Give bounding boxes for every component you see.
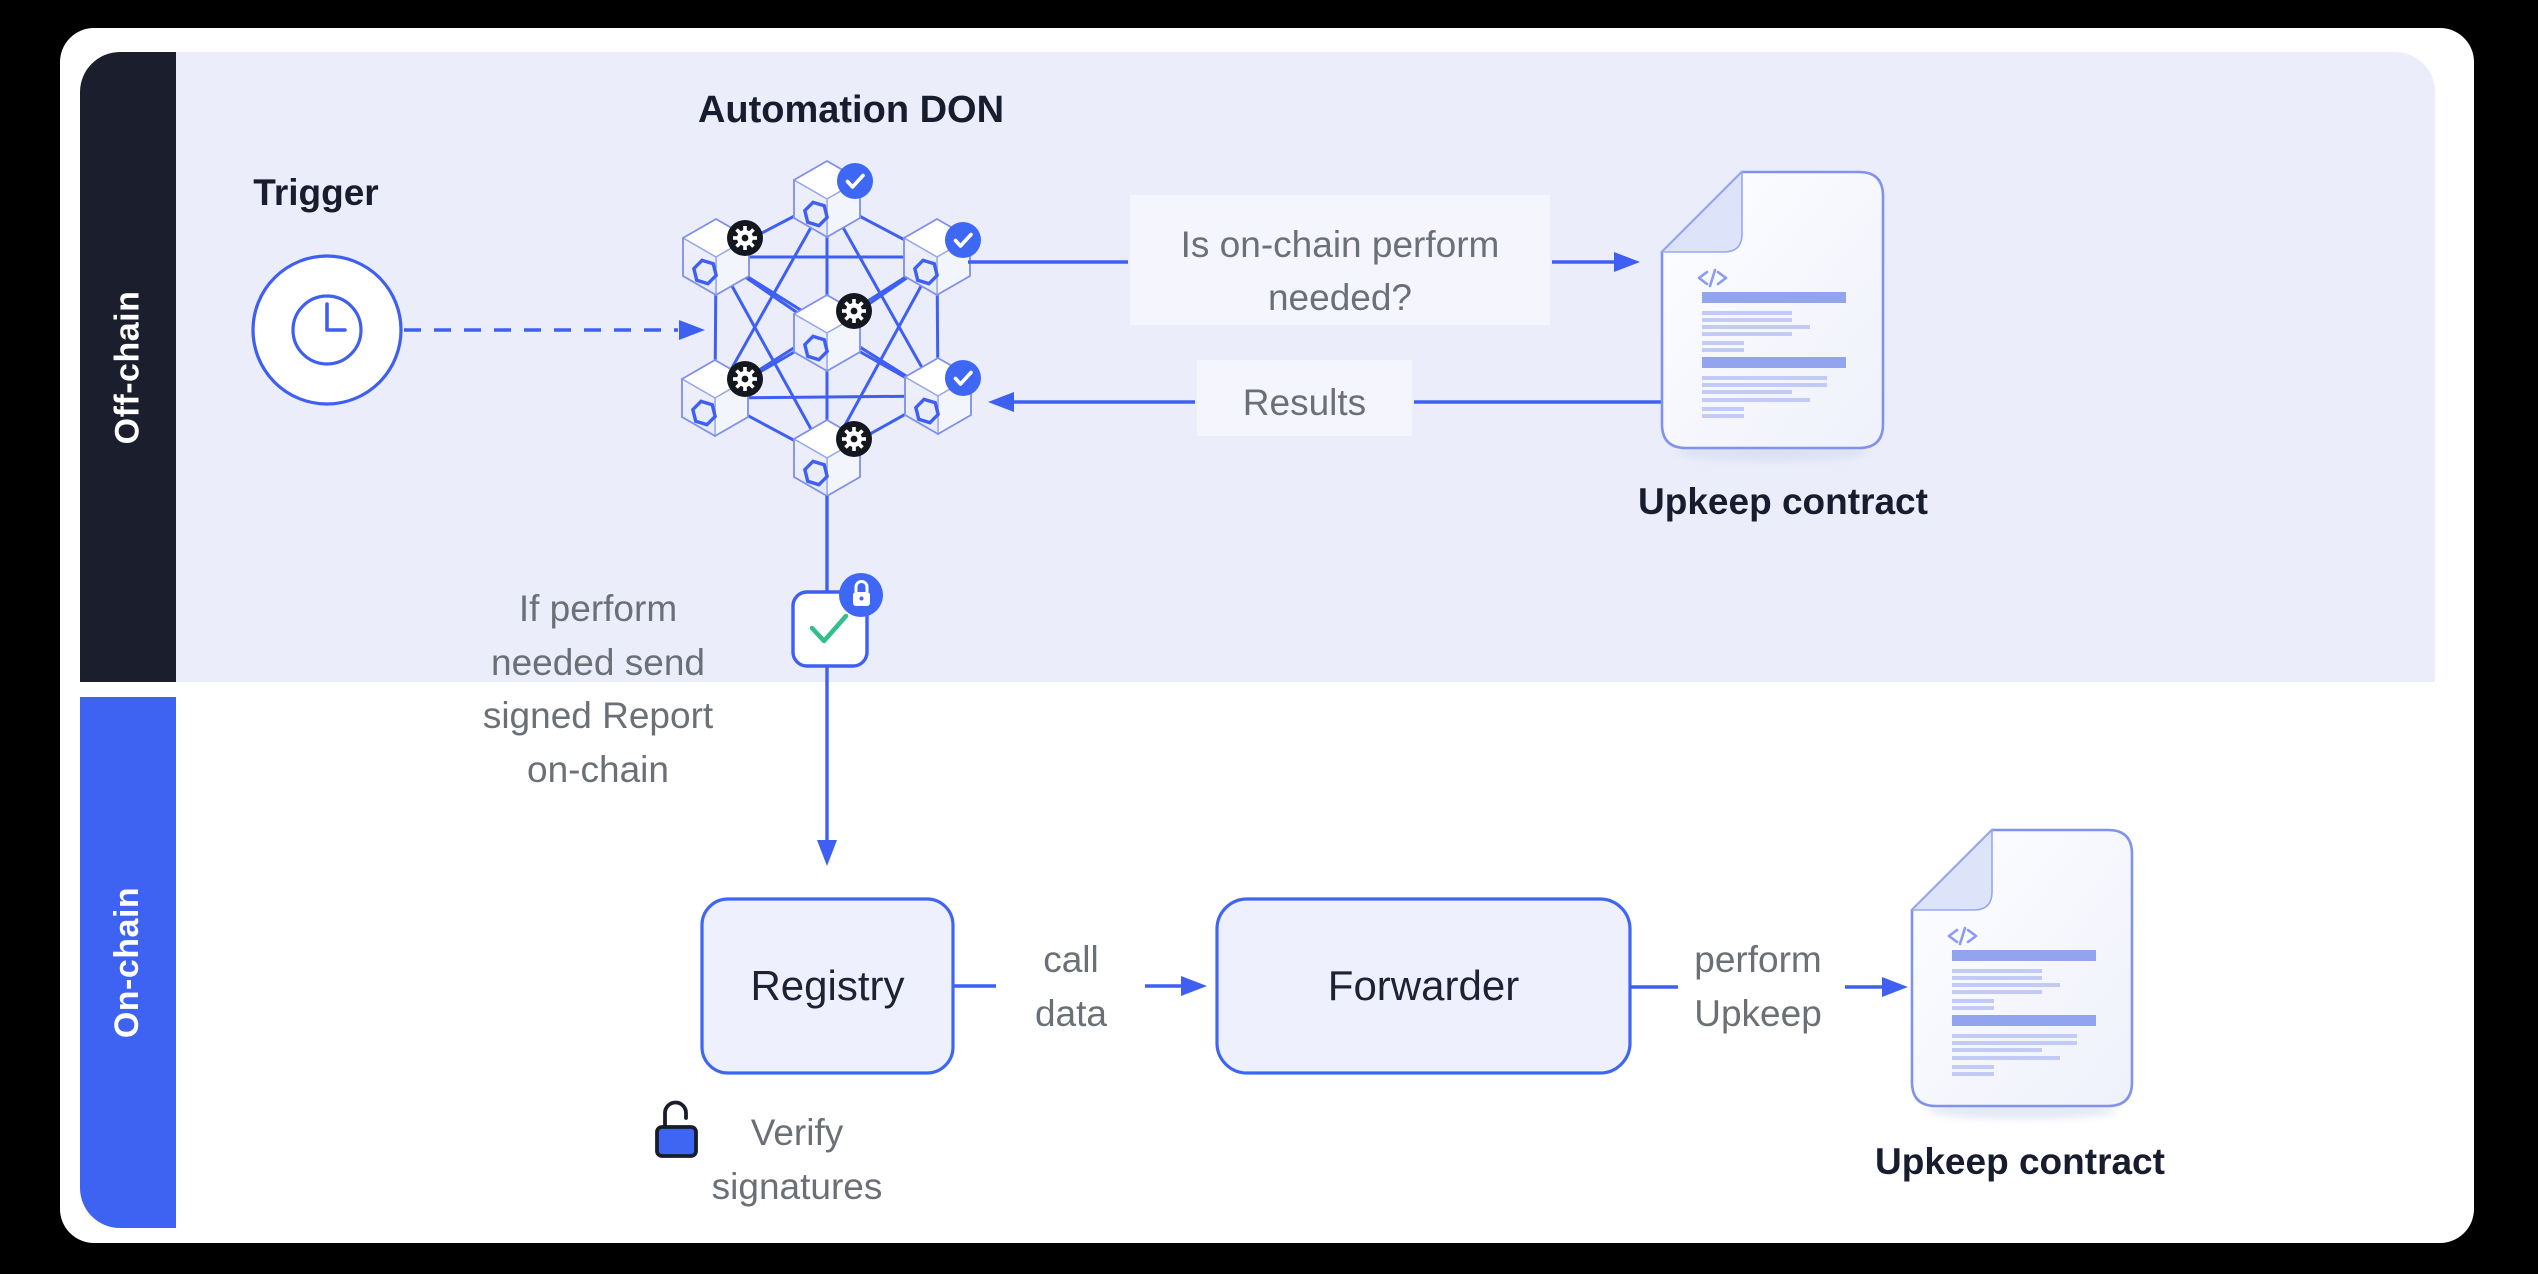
- results-arrow: [988, 392, 1662, 412]
- lock-badge-icon: [839, 573, 883, 617]
- gear-badge-icon: [836, 293, 872, 329]
- calldata-to-forwarder-arrow: [1145, 976, 1207, 996]
- trigger-label: Trigger: [253, 172, 379, 213]
- gear-badge-icon: [727, 361, 763, 397]
- don-title: Automation DON: [697, 89, 1005, 131]
- trigger-arrow: [404, 320, 705, 340]
- report-to-registry-arrow: [817, 666, 837, 866]
- gear-badge-icon: [836, 421, 872, 457]
- on-chain-band: On-chain: [80, 697, 176, 1228]
- report-note-line: on-chain: [527, 748, 669, 790]
- off-chain-band: Off-chain: [80, 52, 176, 682]
- unlock-icon: [655, 1100, 698, 1158]
- upkeep-contract-bottom-icon: [1910, 828, 2134, 1119]
- registry-label: Registry: [750, 962, 905, 1009]
- check-badge-icon: [943, 220, 983, 260]
- forwarder-label: Forwarder: [1327, 962, 1520, 1009]
- results-label: Results: [1242, 382, 1367, 423]
- question-label-bg: [1130, 195, 1550, 325]
- perform-to-contract-arrow: [1845, 977, 1908, 997]
- check-badge-icon: [835, 161, 875, 201]
- question-line2: needed?: [1267, 277, 1413, 318]
- upkeep-contract-bottom-label: Upkeep contract: [1875, 1141, 2165, 1182]
- verify-line1: Verify: [750, 1112, 844, 1153]
- upkeep-contract-top-label: Upkeep contract: [1638, 481, 1928, 522]
- report-note-line: needed send: [491, 641, 705, 683]
- perform-line1: perform: [1694, 939, 1822, 980]
- report-note: If perform needed send signed Report on-…: [448, 582, 748, 796]
- verify-signatures-label: Verify signatures: [672, 1106, 922, 1214]
- results-label-bg: [1197, 360, 1412, 436]
- report-note-line: signed Report: [482, 695, 714, 736]
- question-line1: Is on-chain perform: [1180, 224, 1500, 265]
- signed-report-icon: [791, 573, 883, 668]
- upkeep-contract-top-icon: [1660, 170, 1885, 461]
- perform-line2: Upkeep: [1694, 993, 1822, 1034]
- question-arrow: [968, 252, 1640, 272]
- clock-icon: [251, 254, 403, 406]
- call-data-line2: data: [1034, 993, 1107, 1034]
- call-data-label: call data: [1011, 933, 1131, 1041]
- verify-line2: signatures: [711, 1166, 883, 1207]
- call-data-line1: call: [1043, 939, 1099, 980]
- perform-upkeep-label: perform Upkeep: [1658, 933, 1858, 1041]
- question-label: Is on-chain perform needed?: [1130, 218, 1550, 324]
- report-note-line: If perform: [518, 588, 678, 629]
- check-badge-icon: [943, 358, 983, 398]
- gear-badge-icon: [727, 220, 763, 256]
